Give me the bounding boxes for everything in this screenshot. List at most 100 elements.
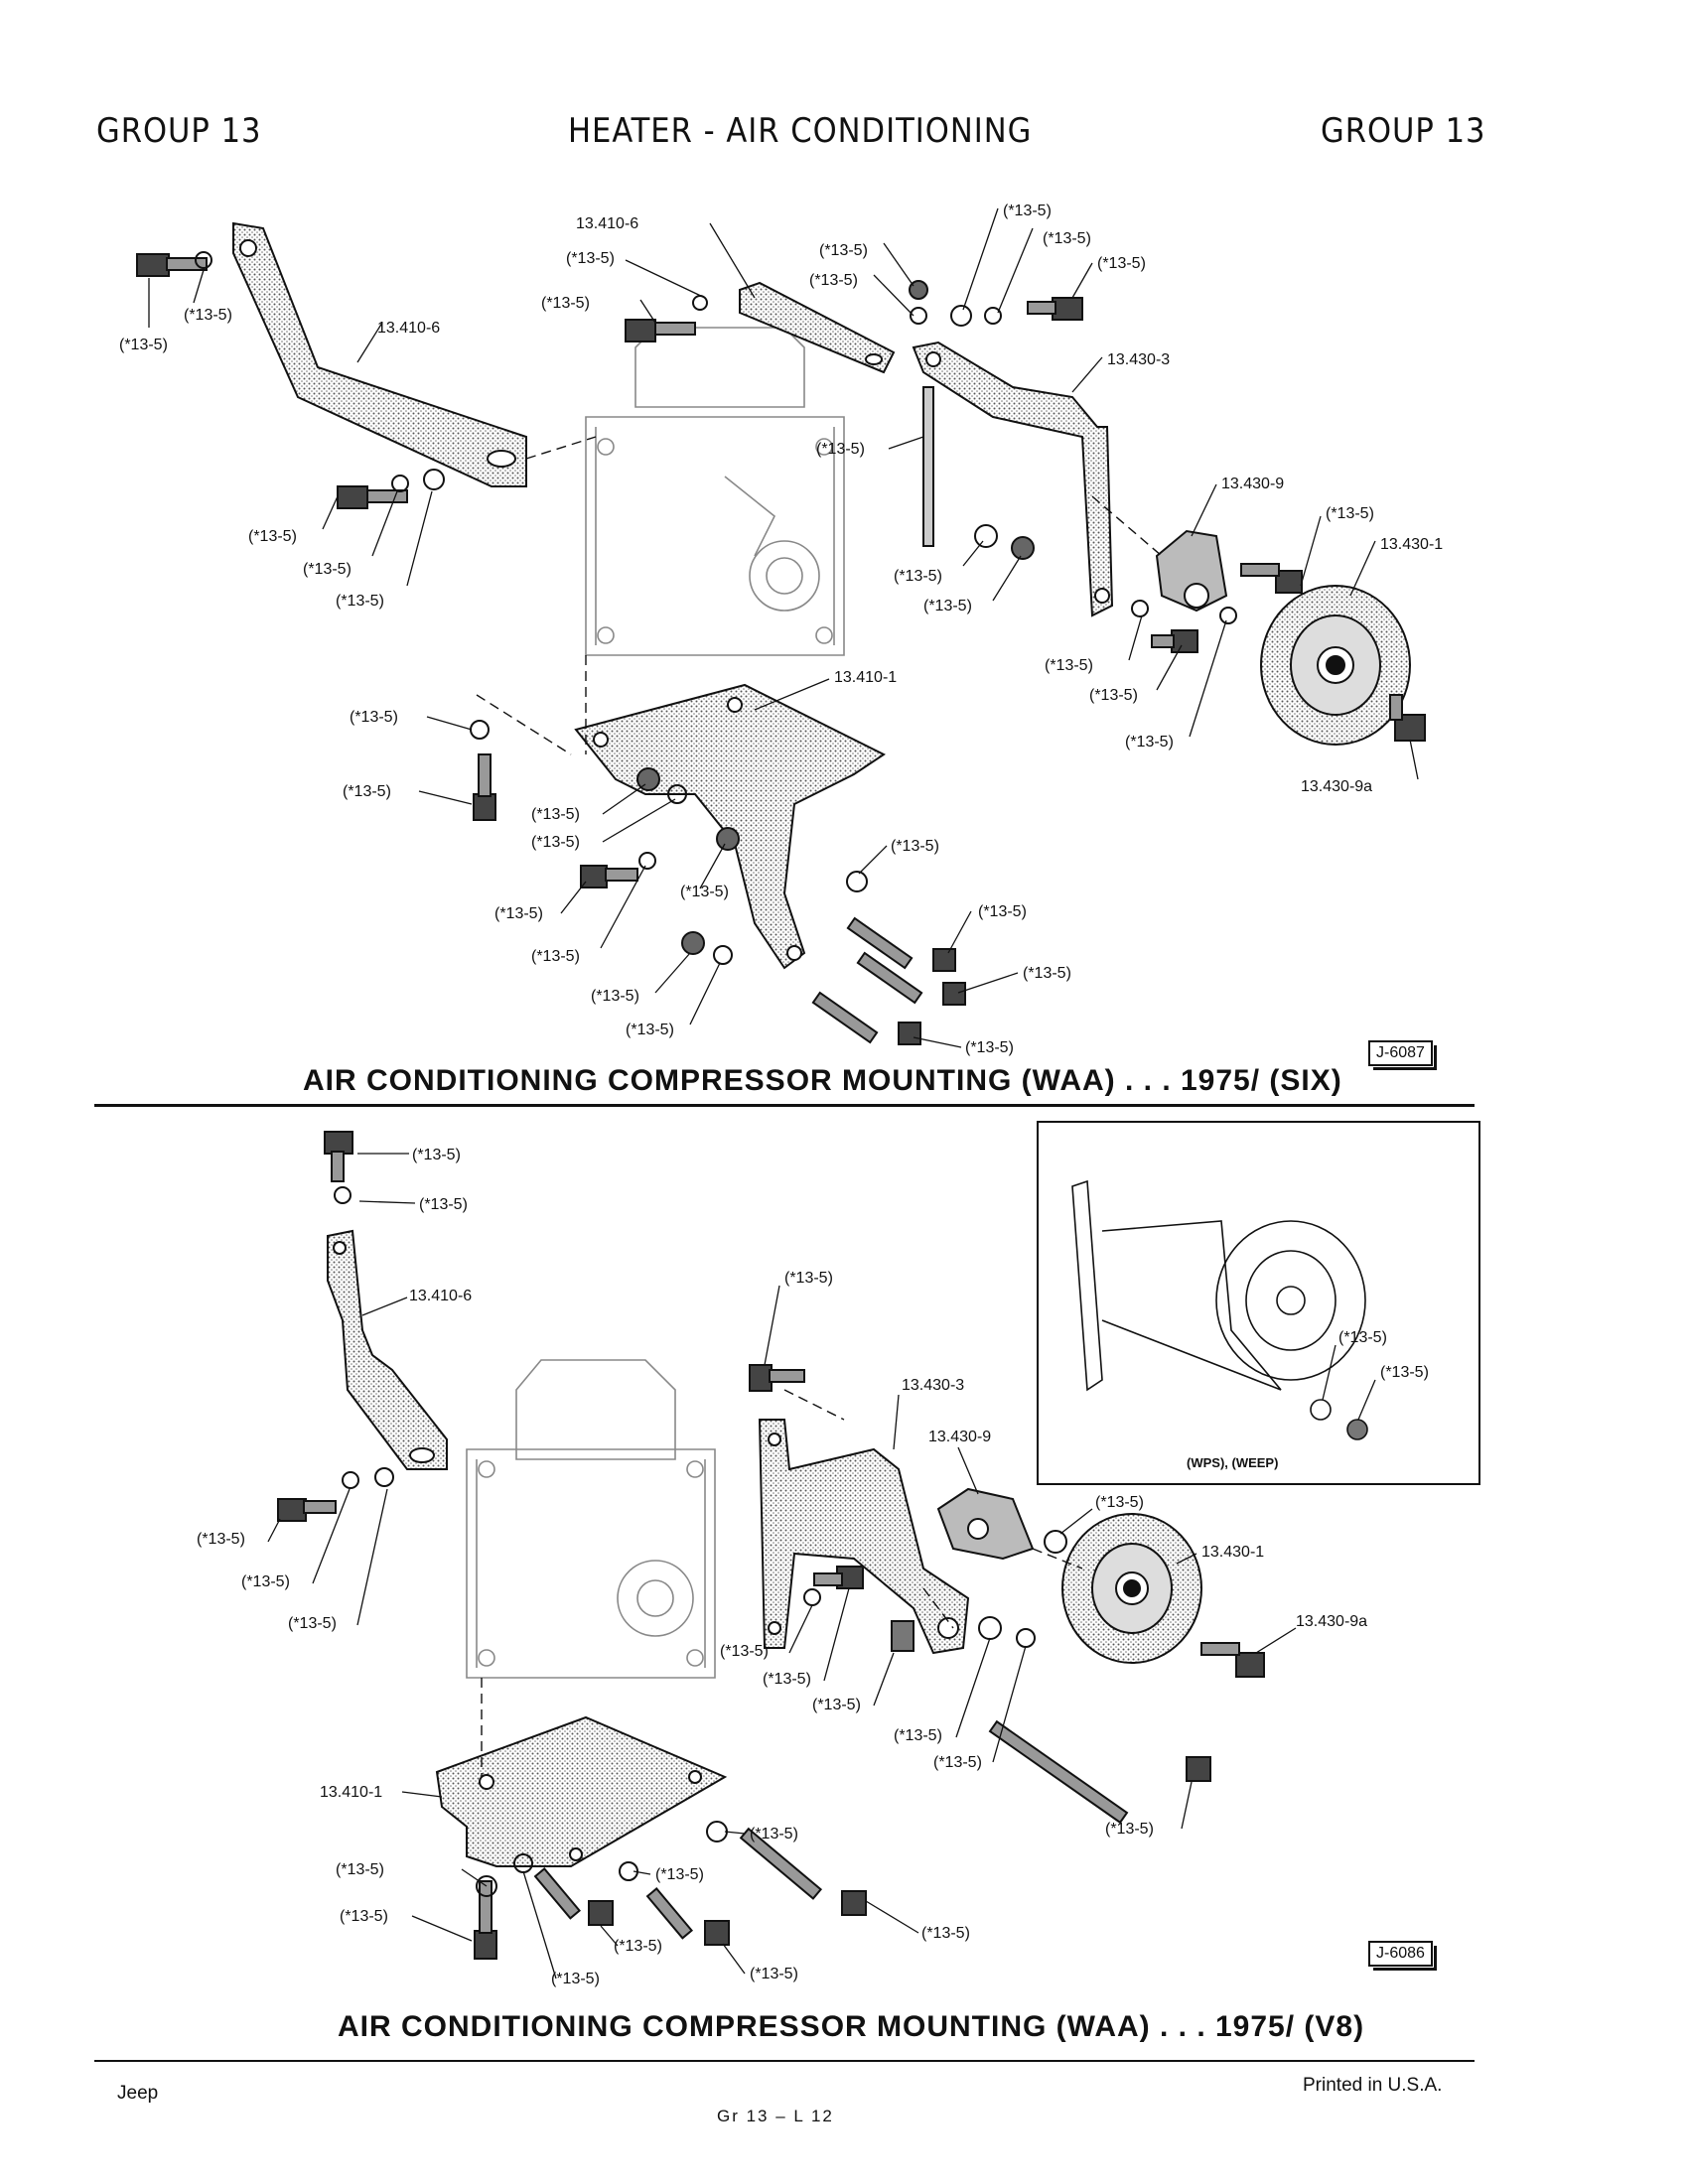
bracket-13-410-6-v8 (327, 1229, 448, 1470)
label-generic: (*13-5) (626, 1022, 674, 1038)
label-generic: (*13-5) (340, 1908, 388, 1925)
label-generic: (*13-5) (965, 1039, 1014, 1056)
idler-bracket-13-430-9 (1155, 529, 1228, 613)
label-generic: (*13-5) (419, 1196, 468, 1213)
base-plate-13-410-1 (574, 683, 886, 970)
label-generic: (*13-5) (894, 1727, 942, 1744)
ref-number-six: J-6087 (1368, 1040, 1437, 1070)
label-generic: (*13-5) (1125, 734, 1174, 751)
label-generic: (*13-5) (494, 905, 543, 922)
alignment-lines-six (476, 436, 1163, 755)
label-generic: (*13-5) (680, 884, 729, 900)
label-generic: (*13-5) (978, 903, 1027, 920)
label-generic: (*13-5) (566, 250, 615, 267)
label-generic: (*13-5) (1380, 1364, 1429, 1381)
label-generic: (*13-5) (750, 1826, 798, 1843)
washers-six (195, 251, 1237, 965)
label-generic: (*13-5) (655, 1866, 704, 1883)
label-generic: (*13-5) (1045, 657, 1093, 674)
footer-divider (94, 2060, 1475, 2062)
bolts-v8 (277, 1131, 1265, 1960)
label-generic: (*13-5) (541, 295, 590, 312)
label-generic: (*13-5) (819, 242, 868, 259)
label-generic: (*13-5) (336, 593, 384, 610)
label-generic: (*13-5) (1105, 1821, 1154, 1838)
label-generic: (*13-5) (412, 1147, 461, 1163)
inset-caption: (WPS), (WEEP) (1187, 1455, 1278, 1470)
label-generic: (*13-5) (1095, 1494, 1144, 1511)
bolts-six (136, 253, 1426, 1045)
label-generic: (*13-5) (921, 1925, 970, 1942)
label-generic: (*13-5) (531, 948, 580, 965)
leader-lines-v8 (267, 1153, 1376, 1979)
labels-v8: (*13-5) (*13-5) 13.410-6 (*13-5) 13.430-… (197, 1147, 1429, 1987)
label-generic: (*13-5) (894, 568, 942, 585)
label-13-430-1: 13.430-1 (1380, 536, 1443, 553)
diagram-six (136, 207, 1426, 1048)
base-plate-13-410-1-v8 (435, 1715, 728, 1867)
label-generic: (*13-5) (750, 1966, 798, 1982)
labels-six: (*13-5) (*13-5) 13.410-6 13.410-6 (*13-5… (119, 203, 1443, 1056)
inset-artwork (1071, 1179, 1368, 1440)
ref-number-v8: J-6086 (1368, 1941, 1437, 1971)
inset-box (1037, 1121, 1480, 1485)
bracket-13-410-6-left (232, 221, 527, 487)
label-generic: (*13-5) (531, 806, 580, 823)
page-title: HEATER - AIR CONDITIONING (568, 111, 1033, 151)
label-generic: (*13-5) (591, 988, 639, 1005)
section-title-v8: AIR CONDITIONING COMPRESSOR MOUNTING (WA… (338, 2010, 1365, 2043)
label-13-410-1: 13.410-1 (834, 669, 897, 686)
label-generic: (*13-5) (1089, 687, 1138, 704)
label-generic: (*13-5) (1097, 255, 1146, 272)
label-generic: (*13-5) (763, 1671, 811, 1688)
label-13-430-9a: 13.430-9a (1301, 778, 1372, 795)
label-13-430-9: 13.430-9 (928, 1429, 991, 1445)
group-label-right: GROUP 13 (1321, 111, 1486, 151)
compressor-v8 (466, 1359, 716, 1679)
label-generic: (*13-5) (816, 441, 865, 458)
bracket-13-410-6-strap (739, 281, 896, 374)
pulley-13-430-1-v8 (1061, 1513, 1202, 1664)
label-generic: (*13-5) (197, 1531, 245, 1548)
bracket-13-430-3 (912, 341, 1114, 617)
stud-top (922, 386, 934, 547)
section-title-six: AIR CONDITIONING COMPRESSOR MOUNTING (WA… (303, 1064, 1342, 1097)
label-generic: (*13-5) (184, 307, 232, 324)
footer-printed: Printed in U.S.A. (1303, 2075, 1443, 2096)
label-13-410-1: 13.410-1 (320, 1784, 382, 1801)
label-13-410-6: 13.410-6 (377, 320, 440, 337)
label-generic: (*13-5) (551, 1971, 600, 1987)
label-generic: (*13-5) (1003, 203, 1052, 219)
label-generic: (*13-5) (531, 834, 580, 851)
label-13-430-9: 13.430-9 (1221, 476, 1284, 492)
label-generic: (*13-5) (241, 1573, 290, 1590)
label-generic: (*13-5) (784, 1270, 833, 1287)
label-generic: (*13-5) (303, 561, 352, 578)
label-generic: (*13-5) (288, 1615, 337, 1632)
group-label-left: GROUP 13 (96, 111, 262, 151)
label-generic: (*13-5) (923, 598, 972, 614)
label-generic: (*13-5) (336, 1861, 384, 1878)
label-generic: (*13-5) (343, 783, 391, 800)
label-13-430-9a: 13.430-9a (1296, 1613, 1367, 1630)
label-generic: (*13-5) (1326, 505, 1374, 522)
pulley-13-430-1 (1260, 585, 1411, 746)
label-generic: (*13-5) (1043, 230, 1091, 247)
leader-lines-six (148, 207, 1419, 1048)
label-generic: (*13-5) (933, 1754, 982, 1771)
label-generic: (*13-5) (350, 709, 398, 726)
footer-brand: Jeep (117, 2083, 159, 2104)
alignment-lines-v8 (481, 1389, 1083, 1777)
section-divider (94, 1104, 1475, 1107)
label-13-430-3: 13.430-3 (902, 1377, 964, 1394)
label-generic: (*13-5) (812, 1697, 861, 1713)
spacer (891, 1620, 914, 1652)
diagram-v8 (267, 1121, 1480, 1979)
label-13-430-3: 13.430-3 (1107, 351, 1170, 368)
label-generic: (*13-5) (720, 1643, 769, 1660)
label-generic: (*13-5) (614, 1938, 662, 1955)
footer-page-number: Gr 13 – L 12 (717, 2107, 834, 2125)
label-generic: (*13-5) (1023, 965, 1071, 982)
label-generic: (*13-5) (119, 337, 168, 353)
